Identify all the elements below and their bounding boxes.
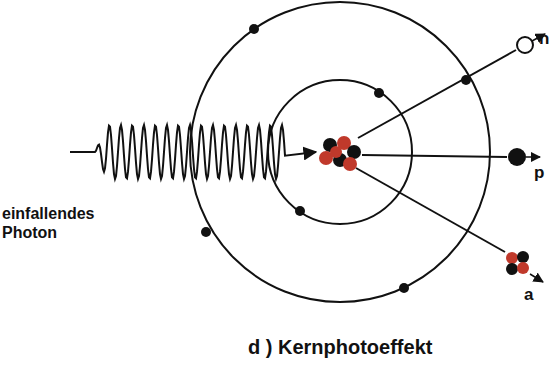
alpha-particle (506, 251, 529, 275)
neutron-track (358, 50, 516, 138)
photon-label: einfallendes Photon (2, 204, 132, 242)
alpha-track (356, 168, 505, 252)
proton (508, 148, 526, 166)
neutron-label: n (539, 30, 549, 49)
neutron (517, 37, 533, 53)
proton-label: p (534, 164, 544, 183)
nucleus (319, 136, 361, 171)
alpha-label: a (524, 286, 533, 305)
proton-arrow (526, 156, 540, 158)
caption: d ) Kernphotoeffekt (248, 336, 432, 358)
photon-wave (70, 125, 316, 179)
proton-track (362, 155, 507, 157)
inner-orbit (268, 80, 412, 224)
alpha-arrow (530, 274, 543, 282)
electrons (201, 24, 471, 293)
outer-orbit (190, 2, 490, 302)
